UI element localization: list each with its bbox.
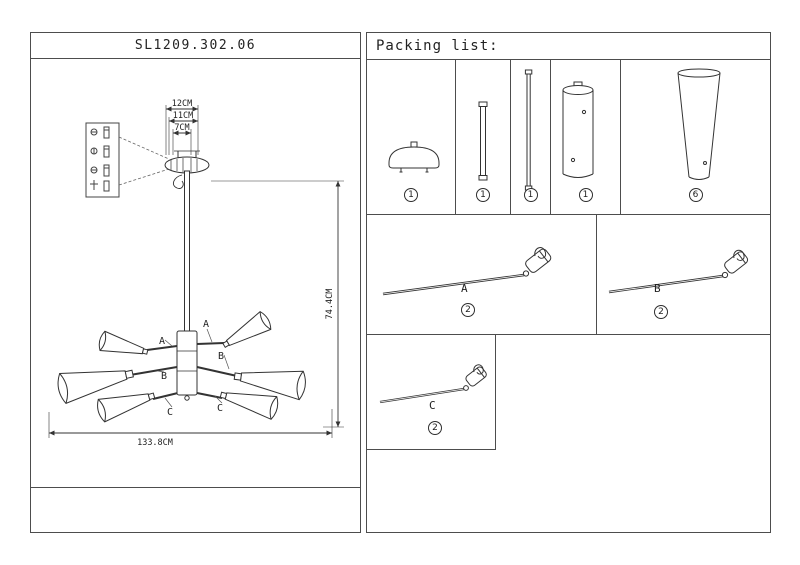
packing-cell-arm-b: B 2 [597,215,770,334]
shade-a-right [218,309,274,355]
arm-c-icon [379,364,487,404]
spec-footer [31,487,360,532]
packing-cell-arm-c: C 2 [367,335,496,450]
packing-cell-rod-short: 1 [456,60,511,214]
rod-short-icon [478,101,488,181]
dim-7cm: 7CM [174,123,189,133]
qty-badge: 2 [654,305,668,319]
dim-height: 74.4CM [325,289,335,320]
label-b1: B [218,351,224,362]
height-dimension [211,180,344,428]
label-a2: A [203,319,209,330]
packing-cell-socket-tube: 1 [551,60,621,214]
assembly-diagram: 12CM 11CM 7CM [48,99,344,448]
inset-leader-lines [118,136,170,186]
label-c1: C [167,407,173,418]
qty-badge: 1 [578,188,593,202]
packing-row-1: 1 1 [367,60,770,215]
socket-tube-icon [562,81,594,178]
stem-rod [184,170,190,332]
arm-a-label: A [461,282,468,295]
packing-list-title: Packing list: [367,33,770,60]
packing-panel: Packing list: 1 [366,32,771,533]
qty-badge: 1 [476,188,490,202]
packing-cell-rod-long: 1 [511,60,551,214]
label-c2: C [217,403,223,414]
arm-b-label: B [654,282,661,295]
arm-c-label: C [429,399,436,412]
canopy-icon [388,141,440,173]
canopy-drawing [164,150,210,189]
hardware-inset [85,122,120,198]
packing-row-3: C 2 [367,335,770,450]
model-number: SL1209.302.06 [31,33,360,59]
spec-panel: SL1209.302.06 [30,32,361,533]
qty-badge: 1 [523,188,538,202]
qty-badge: 2 [428,421,442,435]
dim-width: 133.8CM [137,438,173,448]
label-a1: A [159,336,165,347]
shade-cone-icon [677,68,721,180]
arm-b-icon [608,249,749,294]
dim-11cm: 11CM [173,111,193,121]
dim-12cm: 12CM [172,99,192,109]
qty-badge: 6 [688,188,703,202]
width-dimension [48,409,333,438]
qty-badge: 1 [404,188,418,202]
shade-c-left [94,383,158,424]
top-dimensions [165,105,199,155]
packing-cell-arm-a: A 2 [367,215,597,334]
label-b2: B [161,371,167,382]
hub [176,330,198,401]
label-leaders [157,328,230,408]
packing-cell-shade-cone: 6 [621,60,770,214]
shade-a-left [96,330,151,363]
packing-cell-canopy: 1 [367,60,456,214]
arm-a-icon [382,247,552,296]
qty-badge: 2 [461,303,475,317]
packing-row-2: A 2 B 2 [367,215,770,335]
